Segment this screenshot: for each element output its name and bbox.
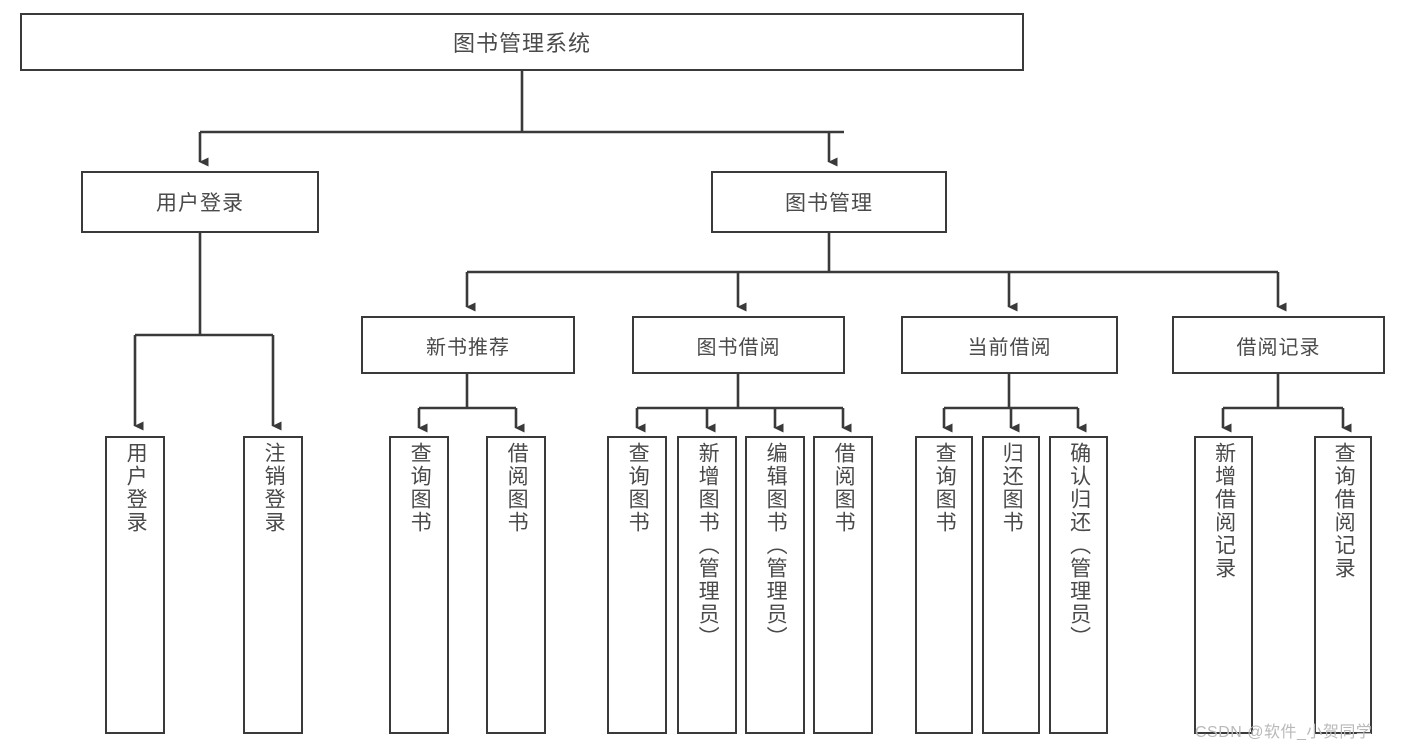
- node-leaf-borrow-book-1-label: 借阅图书: [505, 442, 529, 534]
- node-leaf-add-record[interactable]: 新增借阅记录: [1194, 436, 1253, 734]
- node-leaf-query-record[interactable]: 查询借阅记录: [1314, 436, 1372, 734]
- node-leaf-borrow-book-2[interactable]: 借阅图书: [813, 436, 873, 734]
- node-leaf-user-login-label: 用户登录: [124, 442, 148, 534]
- node-current-borrow-label: 当前借阅: [967, 336, 1052, 359]
- node-leaf-add-book[interactable]: 新增图书（管理员）: [677, 436, 737, 734]
- node-leaf-add-book-label: 新增图书（管理员）: [696, 442, 720, 649]
- node-leaf-query-book-2-label: 查询图书: [626, 442, 650, 534]
- node-leaf-return-book-label: 归还图书: [1000, 442, 1024, 534]
- node-leaf-query-book-1[interactable]: 查询图书: [389, 436, 449, 734]
- node-new-book-recommend-label: 新书推荐: [426, 336, 510, 359]
- node-leaf-confirm-return-label: 确认归还（管理员）: [1067, 442, 1091, 649]
- csdn-watermark: CSDN @软件_小贺同学: [1195, 724, 1373, 741]
- node-leaf-query-book-2[interactable]: 查询图书: [607, 436, 667, 734]
- node-leaf-query-record-label: 查询借阅记录: [1332, 442, 1356, 580]
- node-leaf-user-logout-label: 注销登录: [262, 442, 286, 534]
- node-leaf-confirm-return[interactable]: 确认归还（管理员）: [1049, 436, 1108, 734]
- node-root-label: 图书管理系统: [452, 31, 591, 56]
- node-book-manage-label: 图书管理: [785, 192, 873, 215]
- node-root[interactable]: 图书管理系统: [20, 13, 1024, 71]
- node-leaf-query-book-1-label: 查询图书: [408, 442, 432, 534]
- node-book-manage[interactable]: 图书管理: [711, 171, 947, 233]
- node-leaf-return-book[interactable]: 归还图书: [982, 436, 1040, 734]
- node-leaf-borrow-book-1[interactable]: 借阅图书: [486, 436, 546, 734]
- node-user-login[interactable]: 用户登录: [81, 171, 319, 233]
- node-borrow-record-label: 借阅记录: [1236, 336, 1321, 359]
- node-leaf-edit-book[interactable]: 编辑图书（管理员）: [745, 436, 805, 734]
- node-user-login-label: 用户登录: [156, 192, 244, 215]
- node-book-borrow-label: 图书借阅: [696, 336, 781, 359]
- connectors: [133, 71, 1352, 433]
- node-leaf-user-login[interactable]: 用户登录: [105, 436, 165, 734]
- node-leaf-query-book-3[interactable]: 查询图书: [915, 436, 973, 734]
- node-new-book-recommend[interactable]: 新书推荐: [361, 316, 575, 374]
- node-leaf-edit-book-label: 编辑图书（管理员）: [764, 442, 788, 649]
- node-leaf-borrow-book-2-label: 借阅图书: [832, 442, 856, 534]
- node-book-borrow[interactable]: 图书借阅: [632, 316, 845, 374]
- node-leaf-query-book-3-label: 查询图书: [933, 442, 957, 534]
- node-borrow-record[interactable]: 借阅记录: [1172, 316, 1385, 374]
- node-current-borrow[interactable]: 当前借阅: [901, 316, 1118, 374]
- node-leaf-user-logout[interactable]: 注销登录: [243, 436, 303, 734]
- node-leaf-add-record-label: 新增借阅记录: [1212, 442, 1236, 580]
